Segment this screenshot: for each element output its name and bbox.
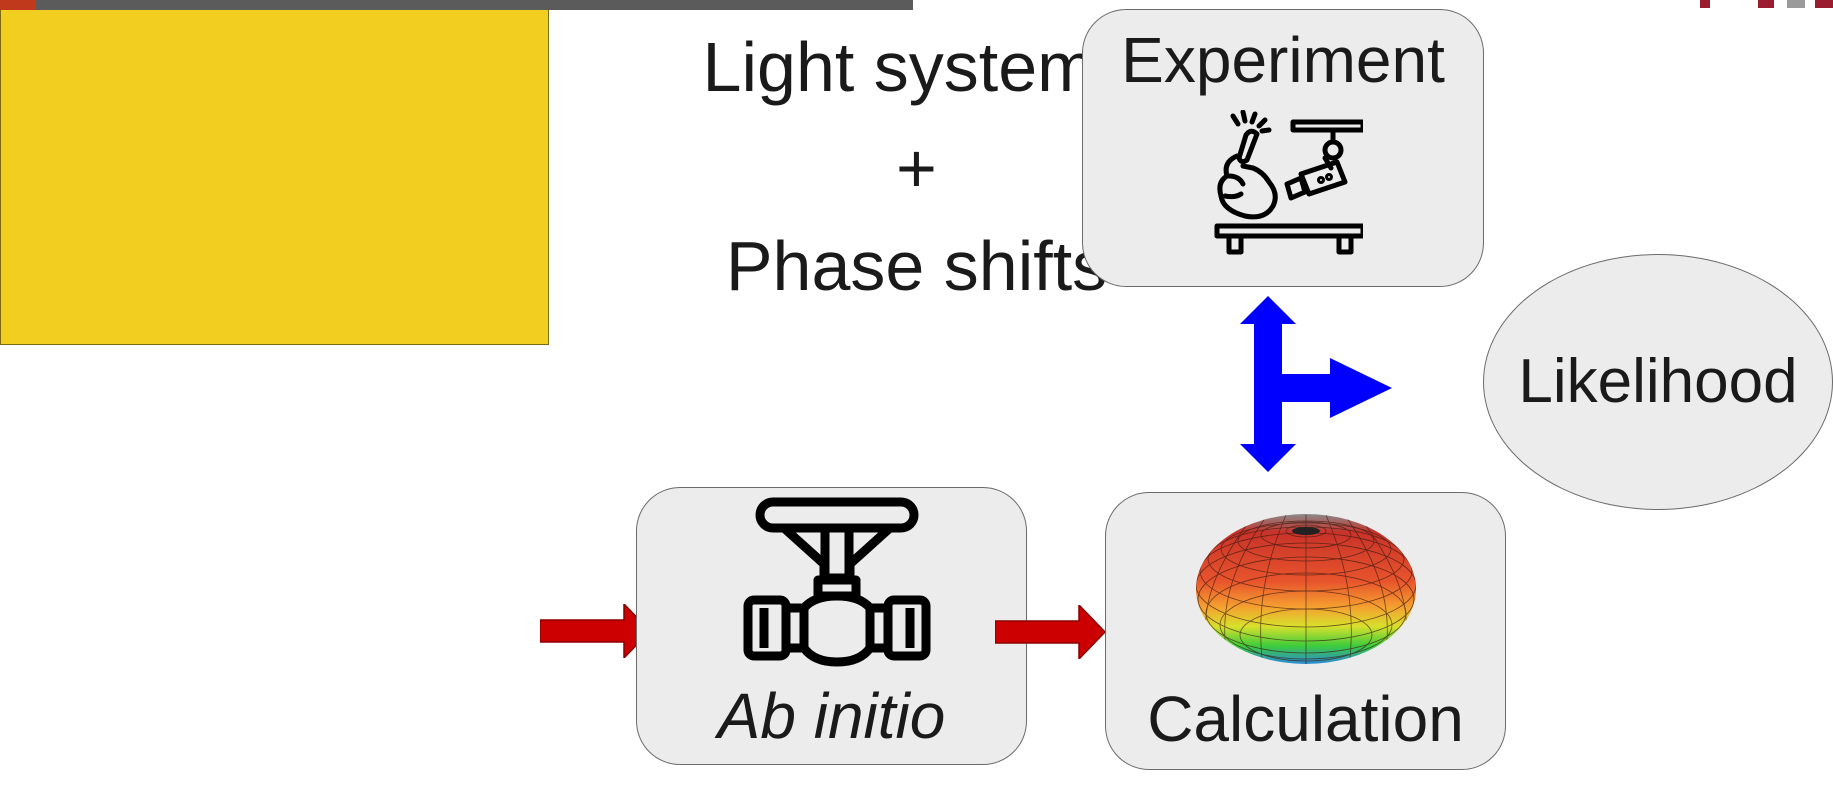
ab-initio-label: Ab initio xyxy=(717,680,946,752)
likelihood-label: Likelihood xyxy=(1518,347,1798,416)
input-line-phase-shifts: Phase shifts xyxy=(725,227,1108,305)
calculation-node: Calculation xyxy=(1105,492,1506,770)
header-bar xyxy=(0,0,913,10)
arrow-experiment-calculation-likelihood xyxy=(1240,296,1392,472)
valve-icon xyxy=(743,497,931,667)
input-box: Light systems + Phase shifts xyxy=(0,0,1130,345)
header-accent xyxy=(0,0,36,10)
experiment-node: Experiment xyxy=(1082,9,1484,287)
calculation-label: Calculation xyxy=(1147,683,1464,755)
institution-logo-icon xyxy=(1700,0,1833,8)
deformed-sphere-icon xyxy=(1196,514,1416,664)
likelihood-node: Likelihood xyxy=(1483,254,1833,510)
input-line-plus: + xyxy=(896,129,937,207)
arrow-ab-initio-to-calculation xyxy=(995,605,1105,659)
ab-initio-node: Ab initio xyxy=(636,487,1027,765)
arrow-input-to-ab-initio xyxy=(540,604,650,658)
robotic-lab-experiment-icon xyxy=(1214,110,1363,255)
input-line-light-systems: Light systems xyxy=(702,28,1131,106)
experiment-label: Experiment xyxy=(1121,24,1445,96)
